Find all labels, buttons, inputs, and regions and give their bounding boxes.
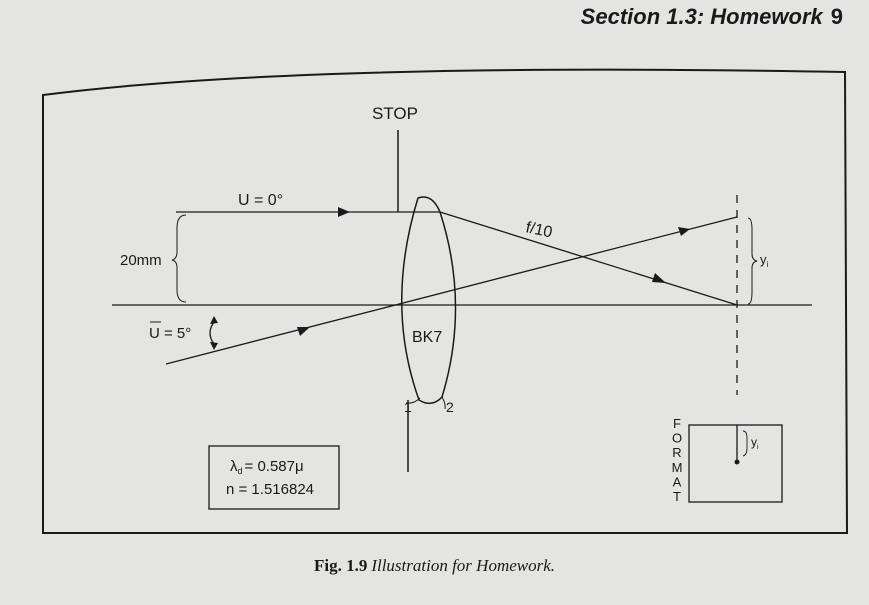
u-axial-label: U = 0° <box>238 192 283 209</box>
lens-bk7 <box>401 196 457 405</box>
angle-arrow-head-down <box>210 342 218 350</box>
u-bar-label: U = 5° <box>149 325 191 342</box>
index-text: n = 1.516824 <box>226 481 314 498</box>
marginal-ray-arrow-in <box>338 207 350 217</box>
format-letter: T <box>673 489 681 504</box>
angle-arrow <box>209 321 215 345</box>
format-yi-brace <box>742 430 748 457</box>
format-image-point <box>734 459 740 465</box>
chief-ray-arrow-in <box>297 327 310 336</box>
surface-2-label: 2 <box>446 399 454 415</box>
section-title: Section 1.3: Homework <box>580 4 823 29</box>
format-letter: R <box>672 445 681 460</box>
format-box <box>688 424 783 503</box>
angle-arrow-head-up <box>210 316 218 324</box>
chief-ray-arrow-out <box>678 227 690 236</box>
format-letter: M <box>672 460 683 475</box>
f-number-label: f/10 <box>524 219 554 241</box>
glass-label: BK7 <box>412 329 442 346</box>
caption-label: Fig. 1.9 <box>313 556 368 575</box>
format-letter: A <box>673 474 682 489</box>
stop-label: STOP <box>372 104 418 123</box>
surface1-leader <box>405 397 421 404</box>
format-letter: F <box>673 416 681 431</box>
height-label: 20mm <box>120 252 162 269</box>
wavelength-text: λd= 0.587μ <box>230 458 304 476</box>
format-letter: O <box>672 431 682 446</box>
format-yi-label: yi <box>751 435 759 451</box>
surface-1-label: 1 <box>404 399 412 415</box>
page-header: Section 1.3: Homework 9 <box>581 4 843 30</box>
image-height-label: yi <box>760 252 769 269</box>
caption-text: Illustration for Homework. <box>371 556 556 575</box>
parameter-box <box>208 445 340 510</box>
marginal-ray-out <box>439 211 738 306</box>
yi-brace <box>747 217 758 305</box>
figure-frame <box>42 68 849 534</box>
chief-ray <box>165 216 738 365</box>
marginal-ray-arrow-out <box>652 273 666 283</box>
page-number: 9 <box>830 4 843 29</box>
surface2-leader <box>441 396 446 410</box>
height-brace <box>171 214 187 303</box>
